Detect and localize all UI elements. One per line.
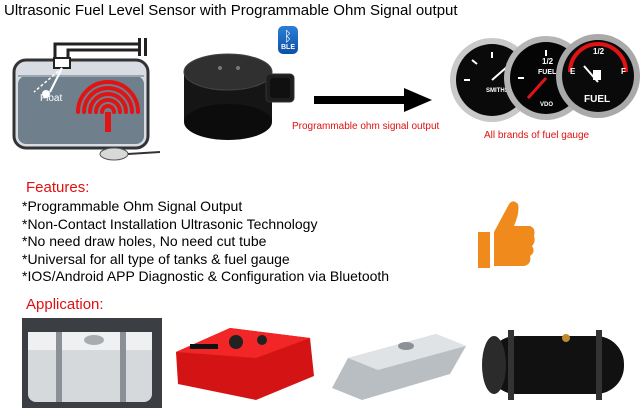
gauge-brand-left: SMITHS	[486, 88, 509, 94]
portable-tank-photo	[176, 328, 314, 400]
gauge-empty: E	[570, 67, 576, 76]
feature-item: *IOS/Android APP Diagnostic & Configurat…	[22, 268, 390, 285]
page-title: Ultrasonic Fuel Level Sensor with Progra…	[4, 2, 458, 19]
feature-item: *No need draw holes, No need cut tube	[22, 233, 267, 250]
feature-item: *Universal for all type of tanks & fuel …	[22, 250, 290, 267]
features-list: *Programmable Ohm Signal Output *Non-Con…	[22, 198, 389, 286]
gauge-brand-mid: VDO	[540, 102, 553, 108]
bluetooth-icon: ᛒ BLE	[278, 26, 298, 54]
vehicle-tank-photo	[332, 334, 466, 400]
fuel-gauges: SMITHS 1/2 FUEL VDO E F 1/2 FUEL	[450, 34, 640, 122]
features-heading: Features:	[26, 179, 90, 196]
gauge-half-right: 1/2	[593, 47, 605, 56]
arrow-right-icon	[314, 88, 432, 112]
sensor-device	[183, 53, 295, 140]
fuel-gauge: E F 1/2 FUEL	[556, 34, 640, 118]
gauges-caption: All brands of fuel gauge	[484, 130, 590, 141]
application-heading: Application:	[26, 296, 104, 313]
cylinder-tank-photo	[482, 330, 624, 400]
feature-item: *Non-Contact Installation Ultrasonic Tec…	[22, 215, 318, 232]
gauge-half-mid: 1/2	[542, 57, 554, 66]
feature-item: *Programmable Ohm Signal Output	[22, 198, 243, 214]
gauge-fuel-mid: FUEL	[538, 69, 557, 76]
tank-diagram	[12, 38, 161, 161]
thumbs-up-icon	[478, 201, 535, 268]
float-label: Float	[40, 93, 63, 104]
signal-caption: Programmable ohm signal output	[292, 121, 440, 132]
truck-tank-photo	[22, 318, 162, 408]
ble-label: BLE	[281, 44, 295, 51]
gauge-fuel-right: FUEL	[584, 94, 610, 105]
gauge-full: F	[621, 67, 626, 76]
